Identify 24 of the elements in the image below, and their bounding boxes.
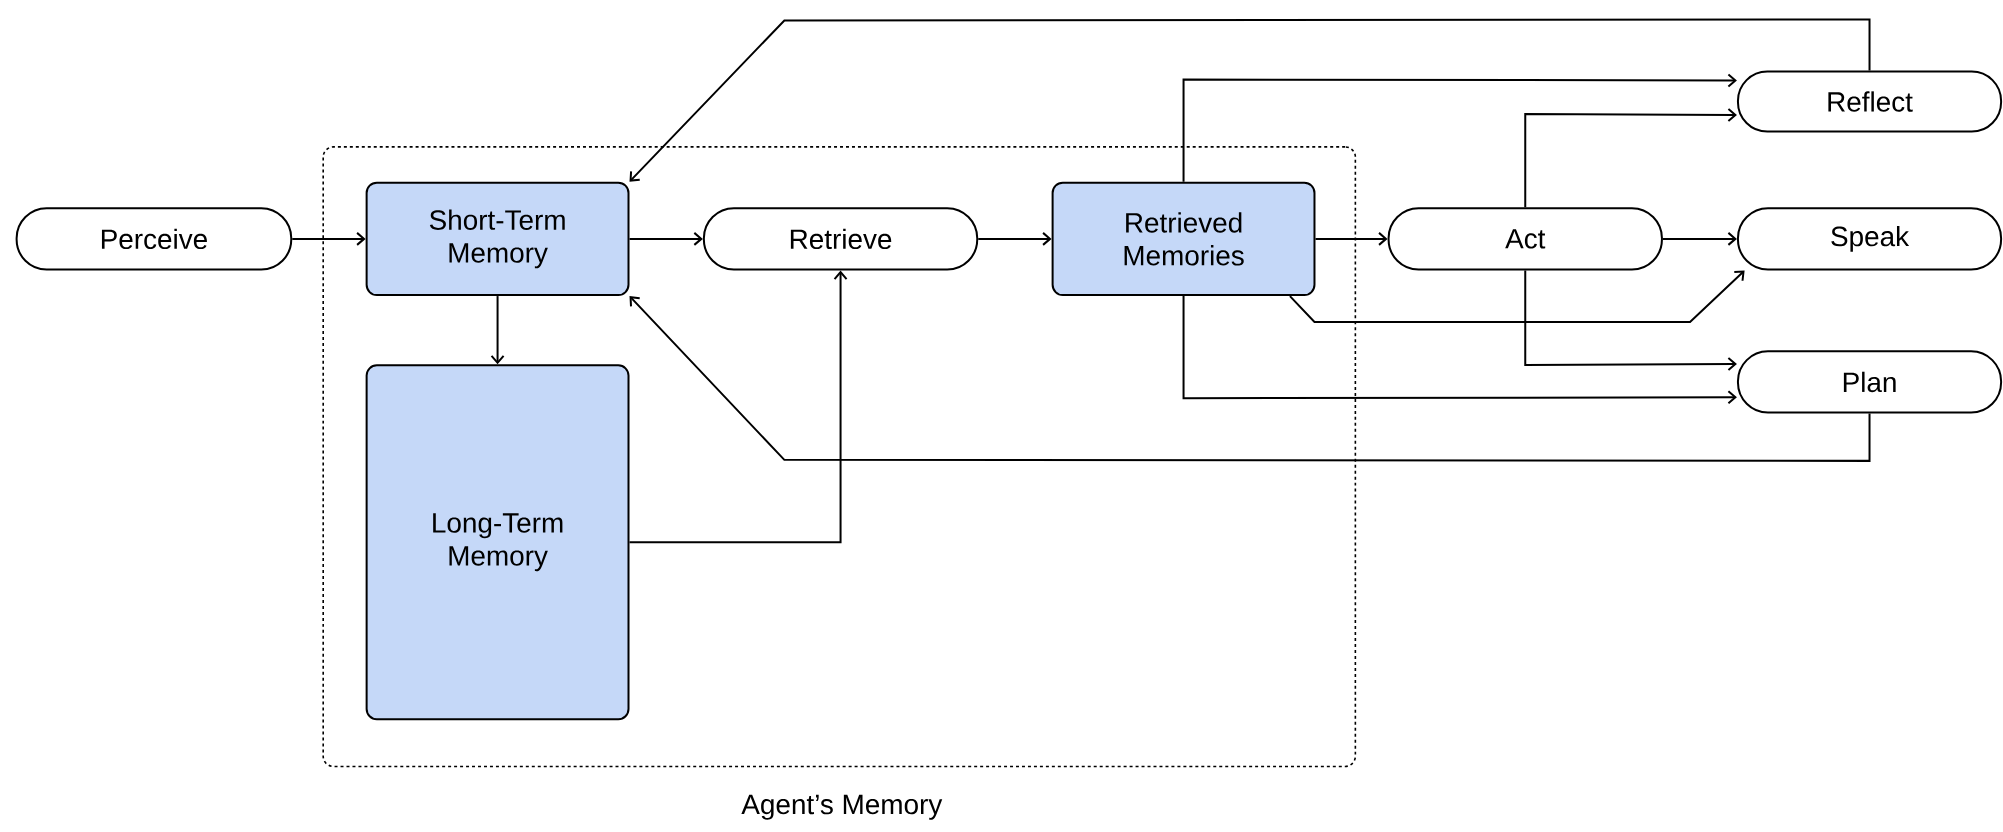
- arrow: [1524, 108, 1737, 209]
- arrow: [628, 270, 848, 544]
- step-pill: Retrieve: [702, 207, 979, 271]
- memory-box: Retrieved Memories: [1051, 181, 1316, 297]
- step-pill: Act: [1387, 207, 1663, 271]
- group-heading: Agent’s Memory: [741, 795, 943, 820]
- arrow: [977, 232, 1052, 247]
- memory-box: Long-Term Memory: [365, 364, 630, 721]
- step-pill: Speak: [1736, 207, 2003, 271]
- arrow: [1314, 232, 1388, 247]
- memory-box: Short-Term Memory: [365, 181, 630, 297]
- arrow: [628, 232, 703, 247]
- arrow: [291, 232, 366, 247]
- arrow: [1182, 73, 1737, 183]
- arrow: [1182, 295, 1737, 405]
- arrow: [490, 295, 505, 365]
- arrow: [1661, 232, 1737, 247]
- arrow: [1288, 270, 1745, 324]
- arrow: [629, 18, 1871, 182]
- arrow: [1524, 269, 1737, 372]
- step-pill: Perceive: [15, 207, 293, 271]
- step-pill: Plan: [1736, 350, 2003, 414]
- arrow: [629, 296, 1871, 463]
- step-pill: Reflect: [1736, 70, 2003, 133]
